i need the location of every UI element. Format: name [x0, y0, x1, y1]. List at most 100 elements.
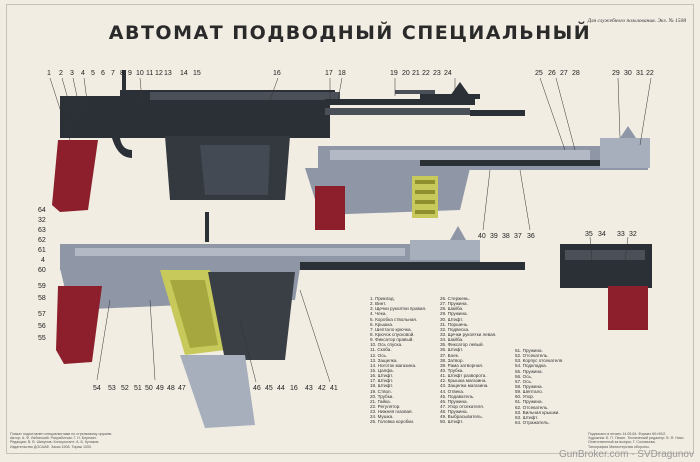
svg-text:2: 2 — [59, 70, 63, 77]
svg-text:23: 23 — [433, 70, 441, 77]
svg-text:39: 39 — [490, 233, 498, 240]
svg-text:7: 7 — [111, 70, 115, 77]
svg-text:35: 35 — [585, 231, 593, 238]
svg-text:64: 64 — [38, 207, 46, 214]
legend-item: 63. Штифт. — [515, 414, 539, 420]
svg-text:13: 13 — [164, 70, 172, 77]
footer-right: Подписано в печать 14.05.84. Формат 60×9… — [588, 432, 684, 449]
legend-item: 11. Скоба. — [370, 347, 392, 353]
callouts-left-side: 64 32 63 62 61 4 60 59 58 57 56 55 — [38, 207, 46, 342]
legend-item: 34. Шайба. — [440, 337, 464, 343]
legend-item: 3. Щечки рукоятки правая. — [370, 306, 427, 312]
legend-item: 62. Отсекатель. — [515, 404, 549, 410]
svg-text:59: 59 — [38, 283, 46, 290]
legend-item: 8. Крючок спусковой. — [370, 331, 415, 337]
svg-text:18: 18 — [338, 70, 346, 77]
svg-text:32: 32 — [629, 231, 637, 238]
poster-frame — [6, 4, 694, 454]
callouts-small-view: 35 34 33 32 — [585, 231, 637, 238]
svg-text:57: 57 — [38, 311, 46, 318]
svg-text:10: 10 — [136, 70, 144, 77]
svg-text:33: 33 — [617, 231, 625, 238]
svg-text:43: 43 — [305, 385, 313, 392]
svg-text:6: 6 — [101, 70, 105, 77]
legend-item: 52. Отсекатель. — [515, 353, 549, 359]
svg-text:28: 28 — [572, 70, 580, 77]
legend-item: 29. Пружина. — [440, 311, 468, 317]
svg-text:19: 19 — [390, 70, 398, 77]
svg-text:45: 45 — [265, 385, 273, 392]
legend-item: 64. Отражатель. — [515, 419, 550, 425]
svg-text:1: 1 — [47, 70, 51, 77]
svg-text:37: 37 — [514, 233, 522, 240]
legend-item: 14. Ноготок магазина. — [370, 362, 417, 368]
legend-item: 53. Корпус отсекателя. — [515, 358, 564, 364]
legend-column-3: 51. Пружина. 52. Отсекатель. 53. Корпус … — [515, 348, 564, 425]
legend-item: 56. Ось. — [515, 373, 533, 379]
cutaway-view-bottom — [56, 212, 525, 428]
legend-item: 32. Подвеска. — [440, 326, 470, 332]
svg-text:14: 14 — [180, 70, 188, 77]
footer-line: Автор: А. Ф. Лябинский. Разработчик: Г. … — [10, 436, 97, 441]
svg-text:52: 52 — [121, 385, 129, 392]
legend-item: 27. Пружина. — [440, 301, 468, 307]
legend-item: 1. Приклад. — [370, 296, 395, 301]
svg-text:20: 20 — [402, 70, 410, 77]
legend-item: 44. Отвека. — [440, 388, 465, 394]
watermark: GunBroker.com - SVDragunov — [558, 449, 694, 460]
legend-column-2: 26. Стержень. 27. Пружина. 28. Шайба. 29… — [440, 296, 496, 425]
legend-item: 23. Нижняя газовая. — [370, 409, 413, 415]
legend-item: 26. Стержень. — [440, 296, 470, 301]
svg-text:3: 3 — [70, 70, 74, 77]
exterior-view — [52, 70, 525, 212]
callouts-bottom: 54 53 52 51 50 49 48 47 46 45 44 16 43 4… — [93, 385, 338, 392]
corner-note: Для служебного пользования. Экз. № 1508 — [587, 18, 686, 24]
legend-item: 19. Ствол. — [370, 388, 392, 394]
svg-text:42: 42 — [318, 385, 326, 392]
legend-item: 61. Пружина. — [515, 399, 543, 405]
svg-text:29: 29 — [612, 70, 620, 77]
legend-item: 55. Пружина. — [515, 368, 543, 374]
legend-item: 38. Затвор. — [440, 357, 464, 363]
legend-item: 33. Щечки рукоятки левая. — [440, 331, 497, 337]
legend-item: 36. Штифт. — [440, 347, 464, 353]
svg-text:62: 62 — [38, 237, 46, 244]
legend-item: 51. Пружина. — [515, 348, 543, 353]
legend-item: 47. Упор отсекателя. — [440, 403, 485, 409]
callouts-top-right: 25 26 27 28 29 30 31 22 — [535, 70, 654, 77]
svg-text:31: 31 — [636, 70, 644, 77]
svg-text:9: 9 — [128, 70, 132, 77]
svg-text:41: 41 — [330, 385, 338, 392]
svg-text:32: 32 — [38, 217, 46, 224]
svg-text:44: 44 — [277, 385, 285, 392]
legend-item: 41. Штифт разворота. — [440, 373, 487, 379]
legend-item: 22. Регулятор. — [370, 403, 401, 409]
svg-text:22: 22 — [646, 70, 654, 77]
svg-text:17: 17 — [325, 70, 333, 77]
svg-text:5: 5 — [91, 70, 95, 77]
svg-text:60: 60 — [38, 267, 46, 274]
legend-item: 24. Мушка. — [370, 414, 394, 420]
legend-item: 35. Фиксатор левый. — [440, 342, 484, 348]
svg-text:46: 46 — [253, 385, 261, 392]
legend-item: 7. Шептало крючка. — [370, 326, 412, 332]
footer-line: Ответственный за выпуск: Г. Соловьева. — [588, 440, 656, 445]
legend-item: 6. Крышка. — [370, 321, 394, 327]
legend-item: 57. Ось. — [515, 378, 533, 384]
svg-text:63: 63 — [38, 227, 46, 234]
callouts-middle: 40 39 38 37 36 — [478, 233, 535, 240]
svg-text:51: 51 — [134, 385, 142, 392]
svg-text:47: 47 — [178, 385, 186, 392]
svg-text:12: 12 — [155, 70, 163, 77]
svg-text:25: 25 — [535, 70, 543, 77]
legend-item: 28. Шайба. — [440, 306, 464, 312]
legend-item: 45. Подаватель. — [440, 393, 475, 399]
legend-item: 30. Штифт. — [440, 316, 464, 322]
leader-lines — [49, 77, 652, 383]
small-detail-view — [560, 244, 652, 330]
footer-line: Художник: Б. П. Пекин. Технический редак… — [588, 436, 685, 441]
svg-text:26: 26 — [548, 70, 556, 77]
legend-item: 17. Штифт. — [370, 378, 394, 384]
footer-line: Издательство ДОСААФ. Заказ 1508. Тираж 1… — [10, 444, 92, 449]
